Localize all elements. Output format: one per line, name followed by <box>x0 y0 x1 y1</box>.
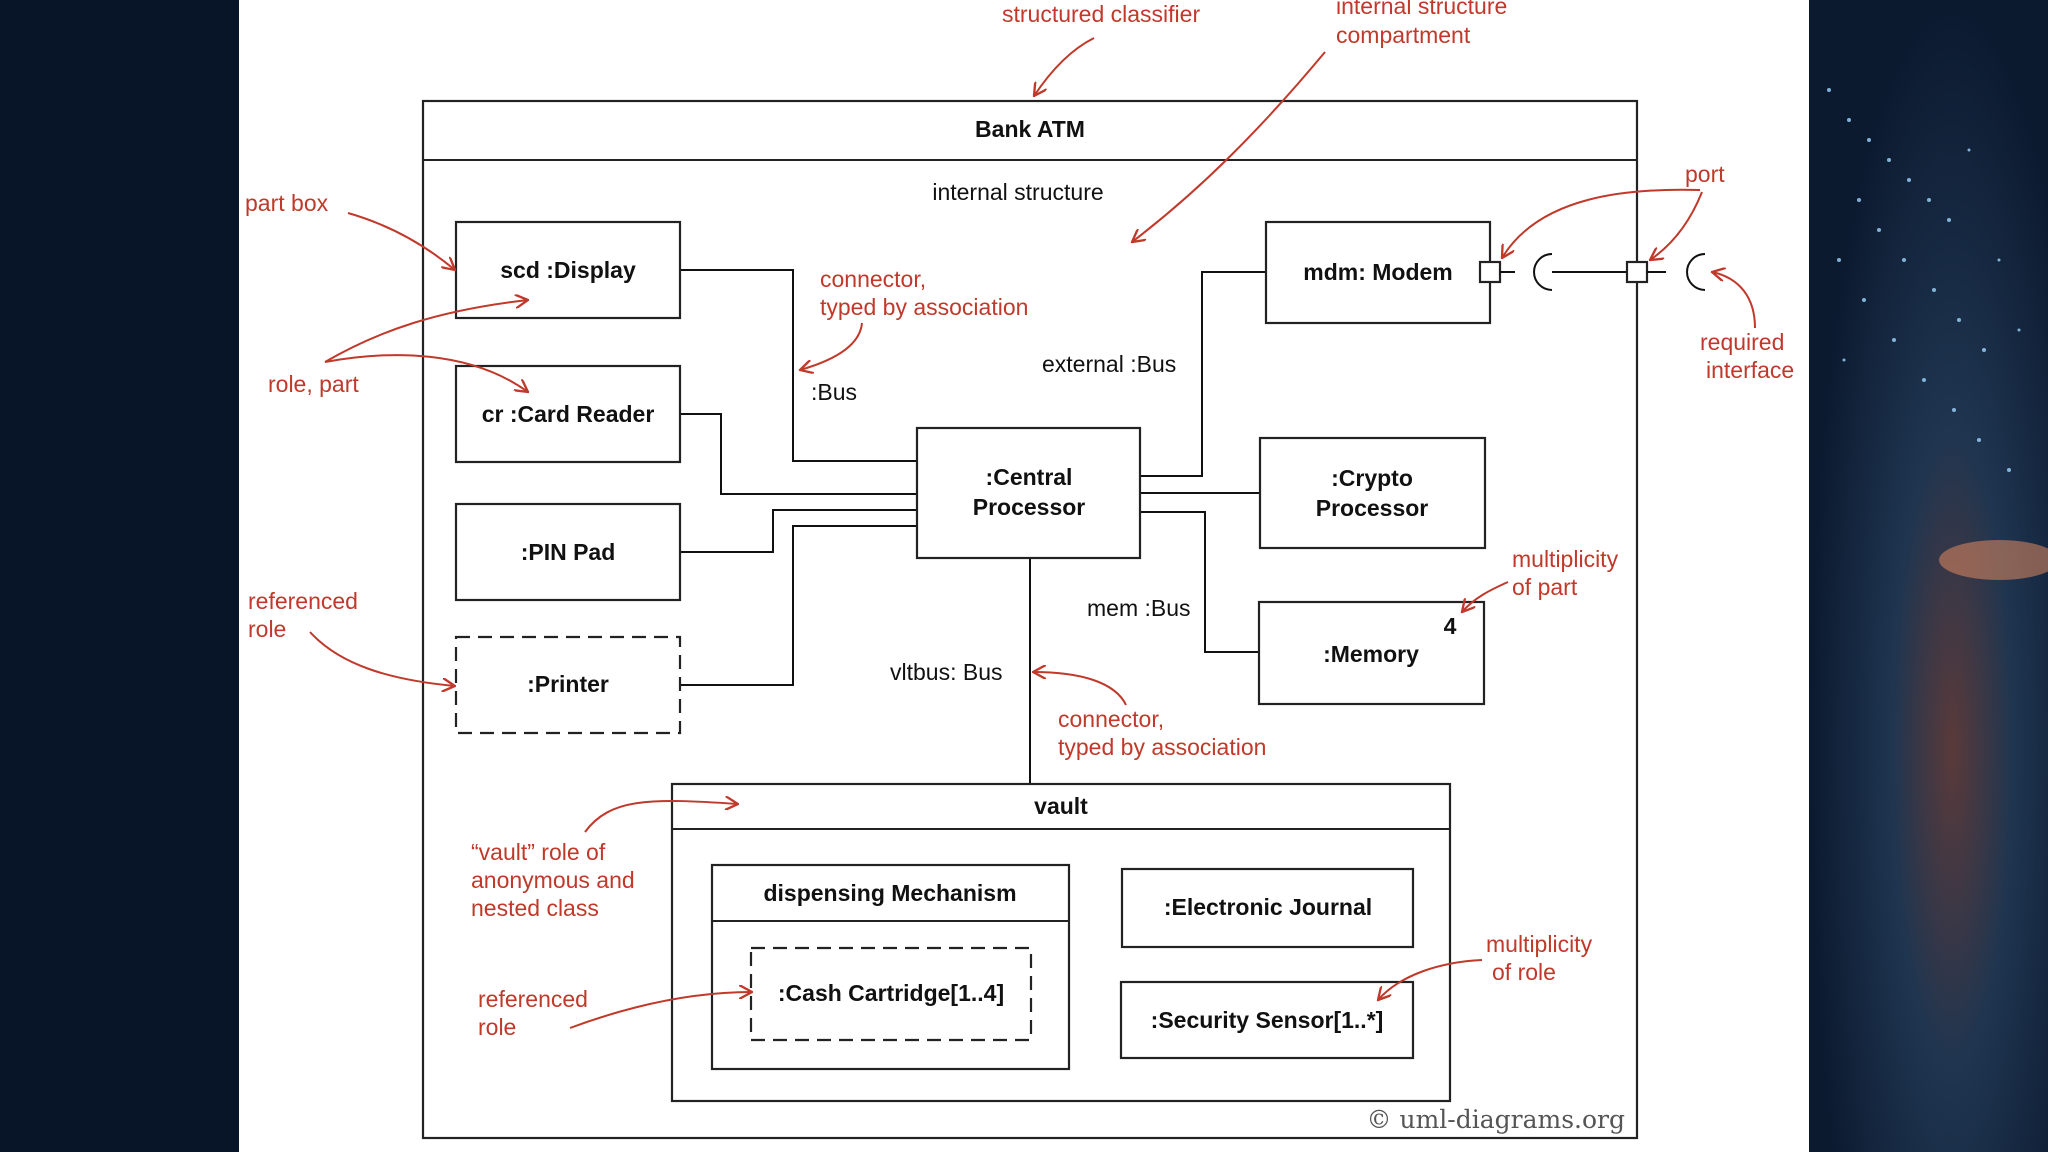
classifier-title: Bank ATM <box>975 116 1085 142</box>
annotation-isc-1: internal structure <box>1336 0 1507 19</box>
internal-structure-label: internal structure <box>932 179 1103 205</box>
annotation-port: port <box>1685 161 1725 187</box>
arrow-multiplicity-part <box>1462 581 1509 612</box>
part-card-reader <box>454 364 682 464</box>
cash-cartridge-label: :Cash Cartridge[1..4] <box>778 980 1004 1006</box>
modem-port <box>1478 260 1502 284</box>
annotation-required-2: interface <box>1706 357 1794 383</box>
background-left <box>0 0 239 1152</box>
part-security-sensor <box>1119 980 1415 1060</box>
annotation-mult-part-1: multiplicity <box>1512 546 1619 572</box>
annotation-required-1: required <box>1700 329 1784 355</box>
arrow-vault-role <box>584 801 738 833</box>
annotation-vault-3: nested class <box>471 895 599 921</box>
central-label-1: :Central <box>986 464 1073 490</box>
crypto-label-2: Processor <box>1316 495 1429 521</box>
required-interface-socket <box>1686 253 1706 291</box>
arrow-multiplicity-role <box>1378 959 1483 1000</box>
part-memory-label: :Memory <box>1323 641 1419 667</box>
vault-label: vault <box>1034 793 1088 819</box>
mem-bus-label: mem :Bus <box>1087 595 1191 621</box>
part-display <box>454 220 682 320</box>
connector-modem <box>1140 271 1266 477</box>
arrow-internal-structure-compartment <box>1132 51 1326 242</box>
dispensing-label: dispensing Mechanism <box>763 880 1016 906</box>
annotation-vault-1: “vault” role of <box>471 839 606 865</box>
annotation-mult-role-2: of role <box>1492 959 1556 985</box>
electronic-journal-label: :Electronic Journal <box>1164 894 1372 920</box>
connector-card-reader <box>680 413 917 495</box>
annotation-connector-1b: typed by association <box>820 294 1028 320</box>
arrow-connector-2 <box>1033 672 1127 706</box>
annotation-isc-2: compartment <box>1336 22 1471 48</box>
annotation-mult-part-2: of part <box>1512 574 1578 600</box>
part-cash-cartridge <box>749 946 1033 1042</box>
annotation-vault-2: anonymous and <box>471 867 635 893</box>
part-printer-label: :Printer <box>527 671 609 697</box>
crypto-label-1: :Crypto <box>1331 465 1413 491</box>
arrow-part-box <box>347 212 455 270</box>
arrow-referenced-role-2 <box>569 992 752 1029</box>
external-bus-label: external :Bus <box>1042 351 1176 377</box>
bus-label: :Bus <box>811 379 857 405</box>
annotation-ref-role-1: referenced <box>248 588 358 614</box>
part-crypto-processor <box>1258 436 1487 550</box>
arrow-role-part-display <box>324 300 528 363</box>
vltbus-label: vltbus: Bus <box>890 659 1003 685</box>
arrow-port-boundary <box>1650 191 1703 260</box>
part-pin-pad-label: :PIN Pad <box>521 539 616 565</box>
connector-pin-pad <box>680 509 917 553</box>
part-modem <box>1264 220 1492 325</box>
annotation-ref2-2: role <box>478 1014 516 1040</box>
security-sensor-label: :Security Sensor[1..*] <box>1151 1007 1384 1033</box>
background-right <box>1809 0 2048 1152</box>
arrow-role-part-card-reader <box>324 354 528 392</box>
part-central-processor <box>915 426 1142 560</box>
particle-decoration <box>1827 88 2048 580</box>
modem-required-interface-socket <box>1533 253 1553 291</box>
part-memory <box>1257 600 1486 706</box>
connector-display <box>680 269 917 462</box>
boundary-port <box>1625 260 1649 284</box>
copyright: © uml-diagrams.org <box>1367 1105 1625 1134</box>
annotation-ref2-1: referenced <box>478 986 588 1012</box>
part-printer <box>454 635 682 735</box>
arrow-referenced-role <box>309 631 455 686</box>
part-pin-pad <box>454 502 682 602</box>
annotation-connector-2b: typed by association <box>1058 734 1266 760</box>
arrow-port-modem <box>1502 188 1701 258</box>
connector-printer <box>680 525 917 686</box>
annotation-part-box: part box <box>245 190 329 216</box>
annotation-connector-2a: connector, <box>1058 706 1164 732</box>
annotation-structured-classifier: structured classifier <box>1002 1 1200 27</box>
part-modem-label: mdm: Modem <box>1303 259 1453 285</box>
annotation-role-part: role, part <box>268 371 359 397</box>
part-card-reader-label: cr :Card Reader <box>482 401 655 427</box>
part-electronic-journal <box>1120 867 1415 949</box>
annotation-ref-role-2: role <box>248 616 286 642</box>
annotation-connector-1a: connector, <box>820 266 926 292</box>
arrow-required-interface <box>1712 272 1756 329</box>
arrow-connector-1 <box>800 322 863 370</box>
central-label-2: Processor <box>973 494 1086 520</box>
memory-multiplicity: 4 <box>1444 613 1457 639</box>
part-display-label: scd :Display <box>500 257 636 283</box>
arrow-structured-classifier <box>1034 37 1095 96</box>
annotation-mult-role-1: multiplicity <box>1486 931 1593 957</box>
connector-memory <box>1140 511 1259 653</box>
